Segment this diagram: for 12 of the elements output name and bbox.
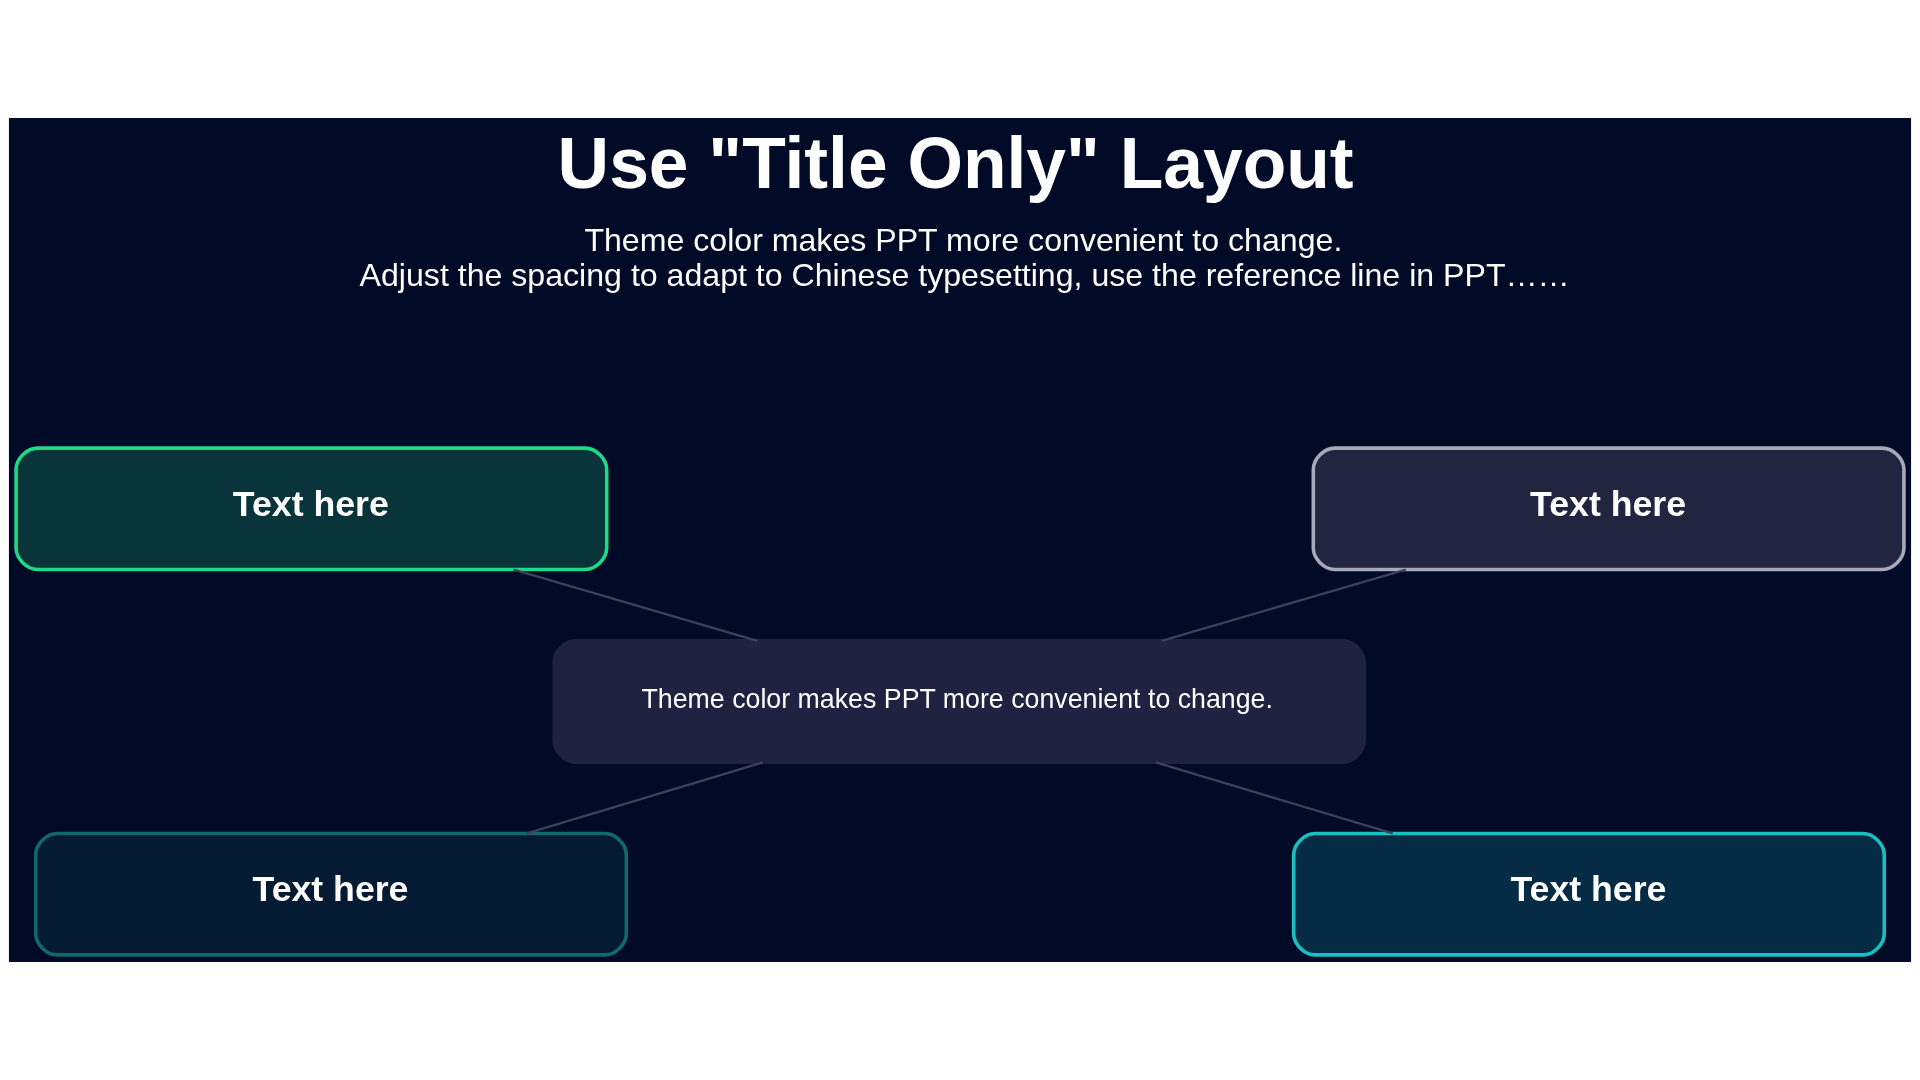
node-box: Theme color makes PPT more convenient to change. <box>552 639 1366 764</box>
label: Adjust the spacing to adapt to Chinese typesetting, use the reference line in PPT…… <box>359 257 1570 294</box>
diagram-title: Use "Title Only" Layout <box>557 122 1354 203</box>
connector <box>1155 761 1394 835</box>
connector <box>526 761 764 835</box>
connector <box>513 568 758 642</box>
node-box: Text here <box>1311 446 1906 572</box>
connector <box>1161 568 1407 642</box>
node-box: Text here <box>33 831 629 957</box>
label: Theme color makes PPT more convenient to change. <box>584 221 1343 258</box>
node-box: Text here <box>1291 831 1887 957</box>
node-box: Text here <box>14 446 609 572</box>
